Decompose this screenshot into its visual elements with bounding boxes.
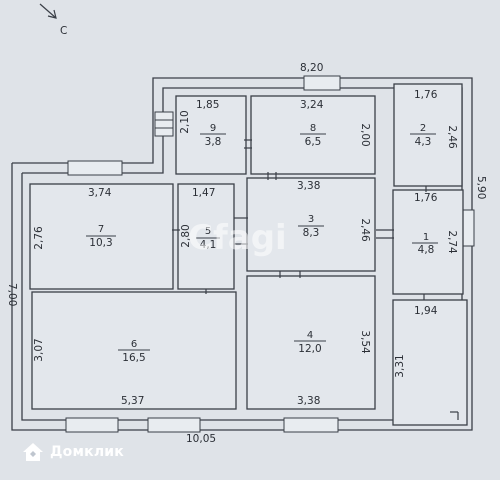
dim-r7-w: 3,74	[88, 187, 112, 199]
dim-r4-w: 3,38	[297, 395, 320, 407]
window	[303, 75, 341, 91]
room-5-area: 4,1	[200, 239, 217, 251]
room-3-area: 8,3	[303, 227, 320, 239]
room-4-num: 4	[307, 330, 313, 341]
room-2-num: 2	[420, 123, 426, 134]
compass-arrow-icon	[39, 3, 57, 19]
dim-r1-w: 1,76	[414, 192, 438, 204]
window	[65, 417, 119, 433]
room-6-area: 16,5	[122, 352, 145, 364]
stairs	[154, 111, 174, 137]
room-4-area: 12,0	[298, 343, 321, 355]
dim-r9-w: 1,85	[196, 99, 219, 111]
dim-r2-w: 1,76	[414, 89, 438, 101]
dim-r5-h: 2,80	[180, 224, 192, 247]
watermark-text: Cfagi	[188, 218, 287, 258]
room-9-area: 3,8	[205, 136, 222, 148]
compass-label: С	[60, 25, 67, 37]
brand-name: Домклик	[50, 444, 124, 460]
room-5	[177, 183, 235, 290]
door-marks	[172, 139, 459, 420]
dim-r3-h: 2,46	[359, 218, 371, 242]
room-2	[393, 83, 463, 187]
domclick-logo-icon	[23, 443, 43, 461]
room-8-num: 8	[310, 123, 316, 134]
dim-r4-h: 3,54	[359, 330, 371, 354]
dim-r2-h: 2,46	[446, 125, 458, 149]
room-1	[392, 189, 464, 295]
dim-r5-w: 1,47	[192, 187, 215, 199]
veranda	[392, 299, 468, 426]
dim-right: 5,90	[475, 176, 487, 199]
room-5-num: 5	[205, 226, 211, 237]
dim-r3-w: 3,38	[297, 180, 320, 192]
room-6-num: 6	[131, 339, 137, 350]
dim-r6-h: 3,07	[33, 338, 45, 361]
brand-logo: Домклик	[22, 442, 124, 462]
dim-left: 7,00	[6, 283, 18, 306]
dim-r1-b: 1,94	[414, 305, 438, 317]
window	[67, 160, 123, 176]
room-2-area: 4,3	[415, 136, 432, 148]
dim-r1-h: 2,74	[446, 230, 458, 254]
room-7-area: 10,3	[89, 237, 112, 249]
window	[283, 417, 339, 433]
room-1-area: 4,8	[418, 244, 435, 256]
room-1-num: 1	[423, 232, 429, 243]
dim-r8-w: 3,24	[300, 99, 324, 111]
room-3-num: 3	[308, 214, 314, 225]
room-7-num: 7	[98, 224, 104, 235]
room-8-area: 6,5	[305, 136, 322, 148]
dim-r8-h: 2,00	[359, 123, 371, 146]
room-8	[250, 95, 376, 175]
dim-bottom: 10,05	[186, 433, 216, 445]
room-9	[175, 95, 247, 175]
dim-r7-h: 2,76	[33, 226, 45, 250]
room-9-num: 9	[210, 123, 216, 134]
window	[147, 417, 201, 433]
outer-wall	[11, 77, 473, 431]
dim-r9-h: 2,10	[179, 110, 191, 133]
dim-top: 8,20	[300, 62, 323, 74]
room-4	[246, 275, 376, 410]
room-3	[246, 177, 376, 272]
dim-r6-w: 5,37	[121, 395, 144, 407]
dim-veranda-h: 3,31	[394, 354, 406, 377]
